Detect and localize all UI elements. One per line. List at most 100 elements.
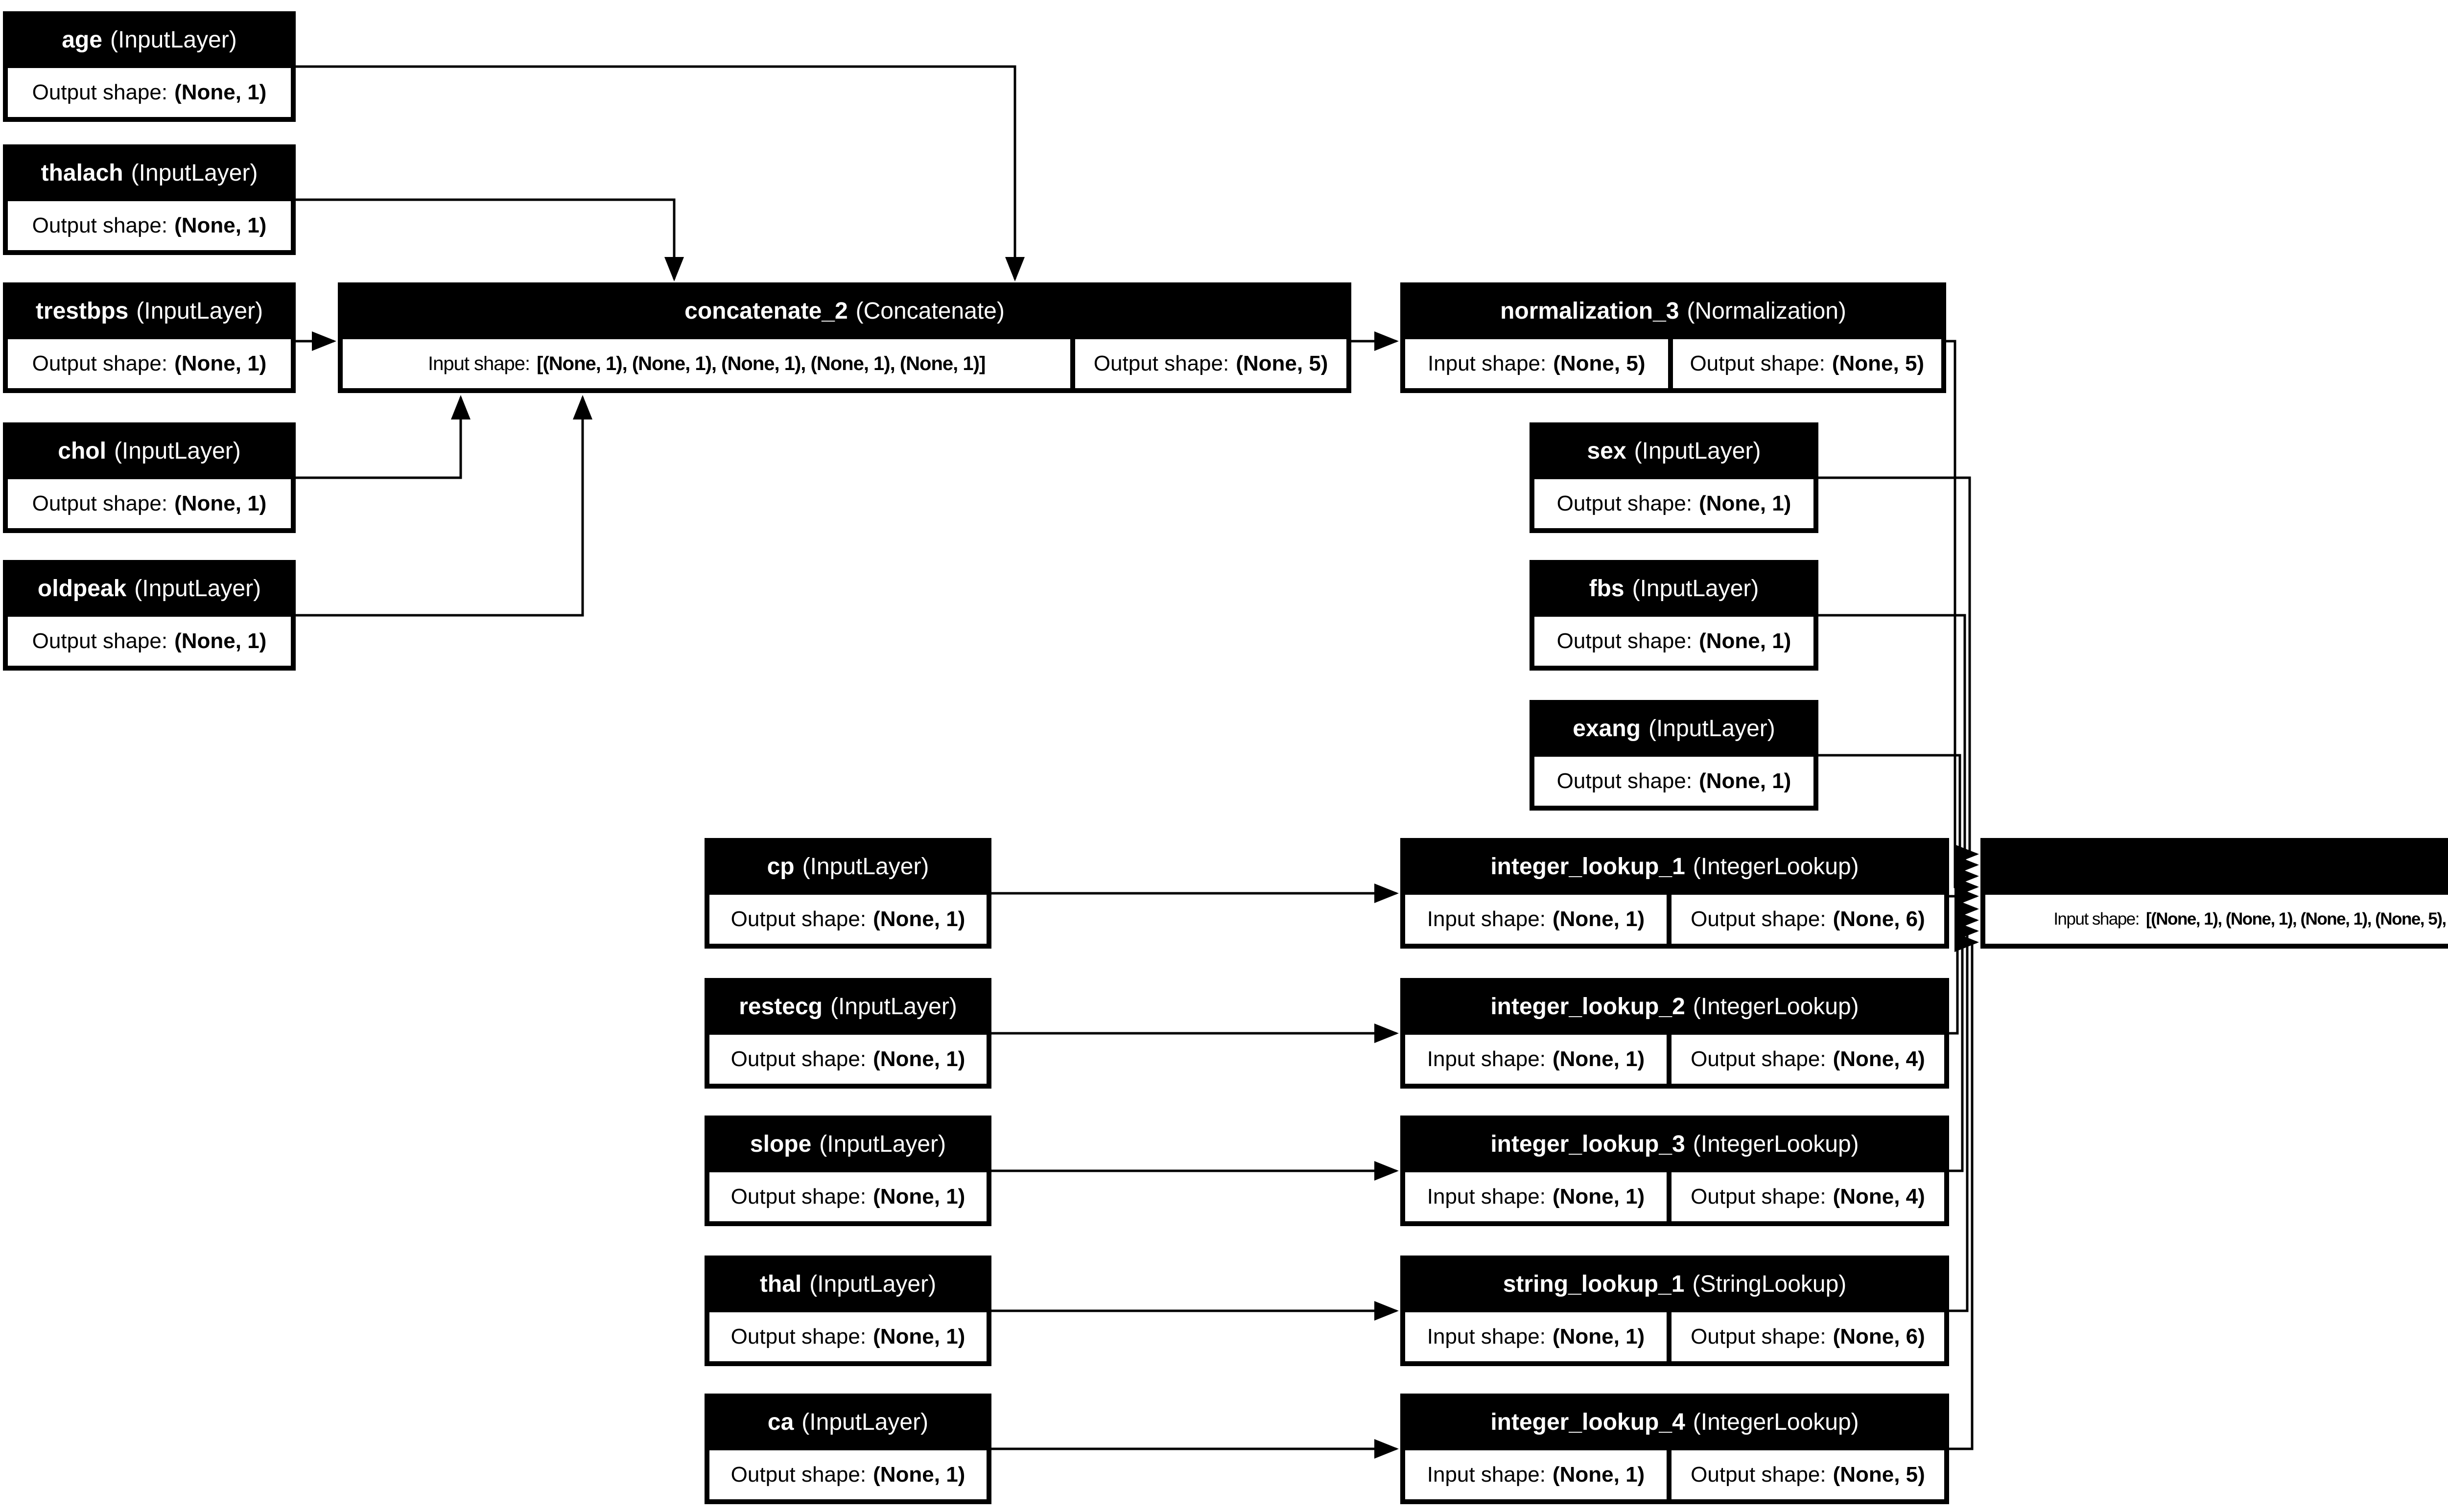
- layer-name: normalization_3: [1500, 298, 1679, 324]
- chol-output-shape: Output shape: (None, 1): [8, 479, 291, 528]
- node-fbs: fbs (InputLayer) Output shape: (None, 1): [1530, 560, 1818, 671]
- output-shape-label: Output shape:: [32, 351, 168, 375]
- integer-lookup-1-output-shape: Output shape: (None, 6): [1671, 895, 1944, 944]
- sex-output-shape: Output shape: (None, 1): [1534, 479, 1813, 528]
- string-lookup-1-title: string_lookup_1 (StringLookup): [1400, 1256, 1949, 1312]
- input-shape-value: (None, 1): [1552, 1185, 1645, 1209]
- concatenate-3-title: concatenate_3 (Concatenate): [1980, 838, 2448, 895]
- layer-type: (StringLookup): [1692, 1271, 1847, 1297]
- input-shape-value: [(None, 1), (None, 1), (None, 1), (None,…: [537, 352, 986, 374]
- node-integer-lookup-3: integer_lookup_3 (IntegerLookup) Input s…: [1400, 1116, 1949, 1226]
- edge-integerlookup2-concatenate3: [1949, 899, 1979, 1035]
- output-shape-value: (None, 1): [873, 907, 965, 931]
- fbs-output-shape: Output shape: (None, 1): [1534, 617, 1813, 666]
- sex-title: sex (InputLayer): [1530, 422, 1818, 479]
- output-shape-value: (None, 1): [873, 1047, 965, 1071]
- node-integer-lookup-4: integer_lookup_4 (IntegerLookup) Input s…: [1400, 1394, 1949, 1504]
- input-shape-value: (None, 1): [1552, 1463, 1645, 1487]
- concatenate-2-output-shape: Output shape: (None, 5): [1075, 339, 1346, 388]
- integer-lookup-1-title: integer_lookup_1 (IntegerLookup): [1400, 838, 1949, 895]
- input-shape-value: (None, 1): [1552, 1325, 1645, 1349]
- integer-lookup-2-input-shape: Input shape: (None, 1): [1405, 1035, 1667, 1084]
- input-shape-label: Input shape:: [427, 352, 530, 374]
- layer-name: trestbps: [35, 298, 129, 324]
- slope-output-shape: Output shape: (None, 1): [709, 1172, 987, 1221]
- output-shape-label: Output shape:: [32, 80, 168, 104]
- node-slope: slope (InputLayer) Output shape: (None, …: [705, 1116, 991, 1226]
- input-shape-label: Input shape:: [1427, 1463, 1546, 1487]
- layer-name: string_lookup_1: [1503, 1271, 1685, 1297]
- layer-name: slope: [750, 1131, 812, 1157]
- output-shape-label: Output shape:: [32, 213, 168, 237]
- output-shape-label: Output shape:: [1691, 1185, 1826, 1209]
- node-thal: thal (InputLayer) Output shape: (None, 1…: [705, 1256, 991, 1366]
- cp-title: cp (InputLayer): [705, 838, 991, 895]
- layer-type: (InputLayer): [1634, 438, 1761, 464]
- age-output-shape: Output shape: (None, 1): [8, 68, 291, 117]
- output-shape-label: Output shape:: [730, 1325, 867, 1349]
- node-normalization-3: normalization_3 (Normalization) Input sh…: [1400, 282, 1946, 393]
- fbs-title: fbs (InputLayer): [1530, 560, 1818, 617]
- layer-name: cp: [767, 853, 795, 880]
- edge-chol-concatenate2: [296, 395, 471, 479]
- thalach-output-shape: Output shape: (None, 1): [8, 201, 291, 250]
- output-shape-label: Output shape:: [1690, 351, 1825, 375]
- restecg-output-shape: Output shape: (None, 1): [709, 1035, 987, 1084]
- output-shape-value: (None, 5): [1832, 351, 1925, 375]
- input-shape-label: Input shape:: [1427, 1325, 1546, 1349]
- node-concatenate-2: concatenate_2 (Concatenate) Input shape:…: [338, 282, 1351, 393]
- output-shape-label: Output shape:: [730, 907, 867, 931]
- node-concatenate-3: concatenate_3 (Concatenate) Input shape:…: [1980, 838, 2448, 949]
- thal-title: thal (InputLayer): [705, 1256, 991, 1312]
- trestbps-output-shape: Output shape: (None, 1): [8, 339, 291, 388]
- output-shape-label: Output shape:: [1556, 491, 1693, 515]
- input-shape-label: Input shape:: [1427, 1185, 1546, 1209]
- layer-type: (InputLayer): [802, 853, 929, 880]
- string-lookup-1-input-shape: Input shape: (None, 1): [1405, 1312, 1667, 1361]
- node-exang: exang (InputLayer) Output shape: (None, …: [1530, 700, 1818, 811]
- ca-output-shape: Output shape: (None, 1): [709, 1450, 987, 1499]
- oldpeak-output-shape: Output shape: (None, 1): [8, 617, 291, 666]
- exang-title: exang (InputLayer): [1530, 700, 1818, 757]
- node-age: age (InputLayer) Output shape: (None, 1): [3, 11, 296, 122]
- input-shape-value: (None, 1): [1552, 1047, 1645, 1071]
- string-lookup-1-output-shape: Output shape: (None, 6): [1671, 1312, 1944, 1361]
- output-shape-value: (None, 4): [1833, 1047, 1925, 1071]
- output-shape-value: (None, 1): [174, 80, 267, 104]
- output-shape-label: Output shape:: [1093, 351, 1229, 375]
- output-shape-value: (None, 1): [174, 351, 267, 375]
- layer-name: concatenate_2: [684, 298, 848, 324]
- layer-name: integer_lookup_4: [1490, 1409, 1685, 1435]
- layer-type: (IntegerLookup): [1693, 853, 1859, 880]
- output-shape-value: (None, 1): [174, 213, 267, 237]
- exang-output-shape: Output shape: (None, 1): [1534, 757, 1813, 806]
- output-shape-label: Output shape:: [1691, 1325, 1826, 1349]
- integer-lookup-3-output-shape: Output shape: (None, 4): [1671, 1172, 1944, 1221]
- concatenate-2-title: concatenate_2 (Concatenate): [338, 282, 1351, 339]
- output-shape-value: (None, 5): [1236, 351, 1328, 375]
- normalization-3-input-shape: Input shape: (None, 5): [1405, 339, 1668, 388]
- output-shape-value: (None, 1): [174, 491, 267, 515]
- layer-name: integer_lookup_3: [1490, 1131, 1685, 1157]
- layer-type: (IntegerLookup): [1693, 1131, 1859, 1157]
- concatenate-3-input-shape: Input shape: [(None, 1), (None, 1), (Non…: [1985, 895, 2448, 944]
- output-shape-label: Output shape:: [32, 629, 168, 653]
- output-shape-value: (None, 4): [1833, 1185, 1925, 1209]
- output-shape-value: (None, 1): [1699, 769, 1791, 793]
- edge-oldpeak-concatenate2: [296, 395, 592, 617]
- node-trestbps: trestbps (InputLayer) Output shape: (Non…: [3, 282, 296, 393]
- edge-sex-concatenate3: [1818, 476, 1979, 864]
- node-thalach: thalach (InputLayer) Output shape: (None…: [3, 144, 296, 255]
- thal-output-shape: Output shape: (None, 1): [709, 1312, 987, 1361]
- input-shape-label: Input shape:: [1427, 1047, 1546, 1071]
- layer-type: (InputLayer): [110, 26, 237, 53]
- layer-type: (InputLayer): [830, 993, 957, 1020]
- output-shape-label: Output shape:: [1556, 769, 1693, 793]
- integer-lookup-1-input-shape: Input shape: (None, 1): [1405, 895, 1667, 944]
- trestbps-title: trestbps (InputLayer): [3, 282, 296, 339]
- slope-title: slope (InputLayer): [705, 1116, 991, 1172]
- integer-lookup-2-title: integer_lookup_2 (IntegerLookup): [1400, 978, 1949, 1035]
- layer-type: (IntegerLookup): [1693, 1409, 1859, 1435]
- node-restecg: restecg (InputLayer) Output shape: (None…: [705, 978, 991, 1089]
